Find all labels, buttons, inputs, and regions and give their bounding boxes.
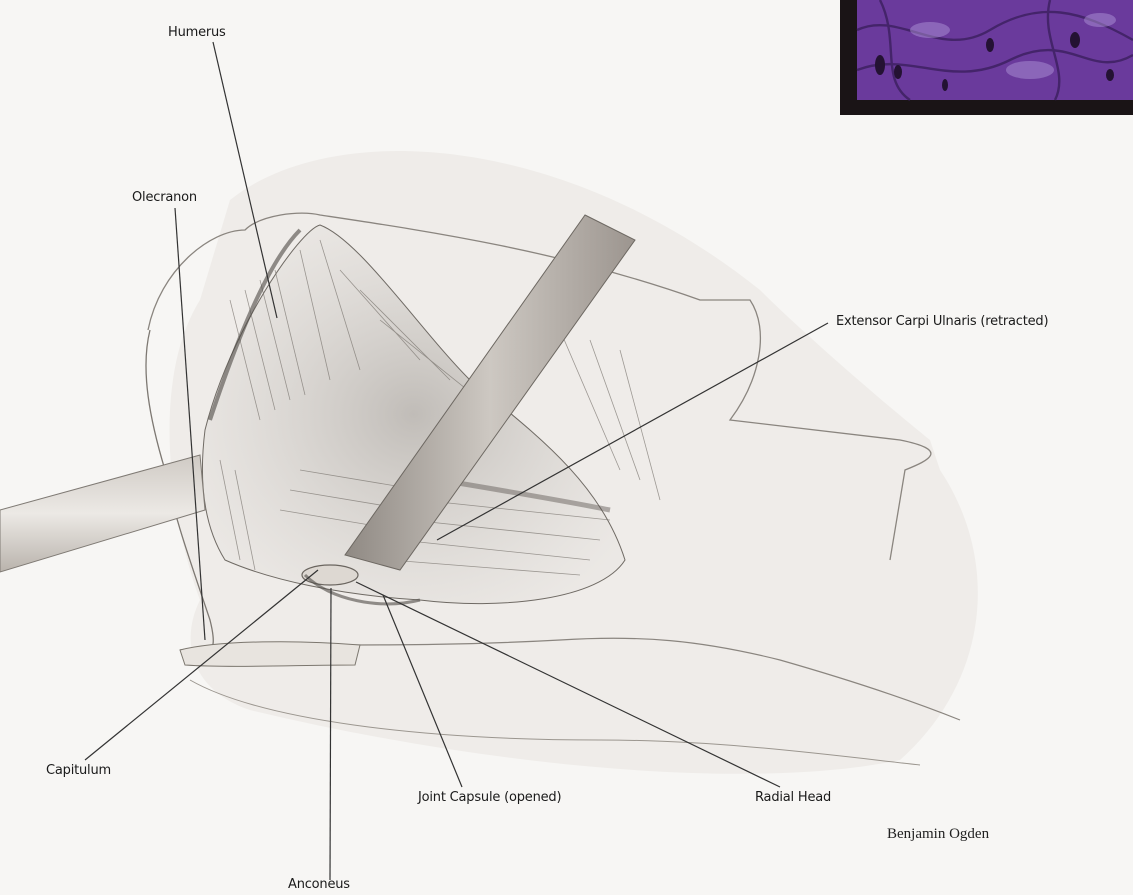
label-extensor-carpi-ulnaris: Extensor Carpi Ulnaris (retracted) — [836, 314, 1048, 329]
lower-retractor — [180, 642, 360, 667]
histology-inset — [840, 0, 1133, 115]
label-humerus: Humerus — [168, 25, 226, 40]
label-joint-capsule: Joint Capsule (opened) — [418, 790, 561, 805]
label-anconeus: Anconeus — [288, 877, 350, 892]
artist-credit: Benjamin Ogden — [887, 826, 989, 843]
arm-sketch — [146, 151, 978, 774]
left-retractor — [0, 455, 205, 572]
label-capitulum: Capitulum — [46, 763, 111, 778]
label-olecranon: Olecranon — [132, 190, 197, 205]
histology-image — [840, 0, 1133, 115]
label-radial-head: Radial Head — [755, 790, 831, 805]
